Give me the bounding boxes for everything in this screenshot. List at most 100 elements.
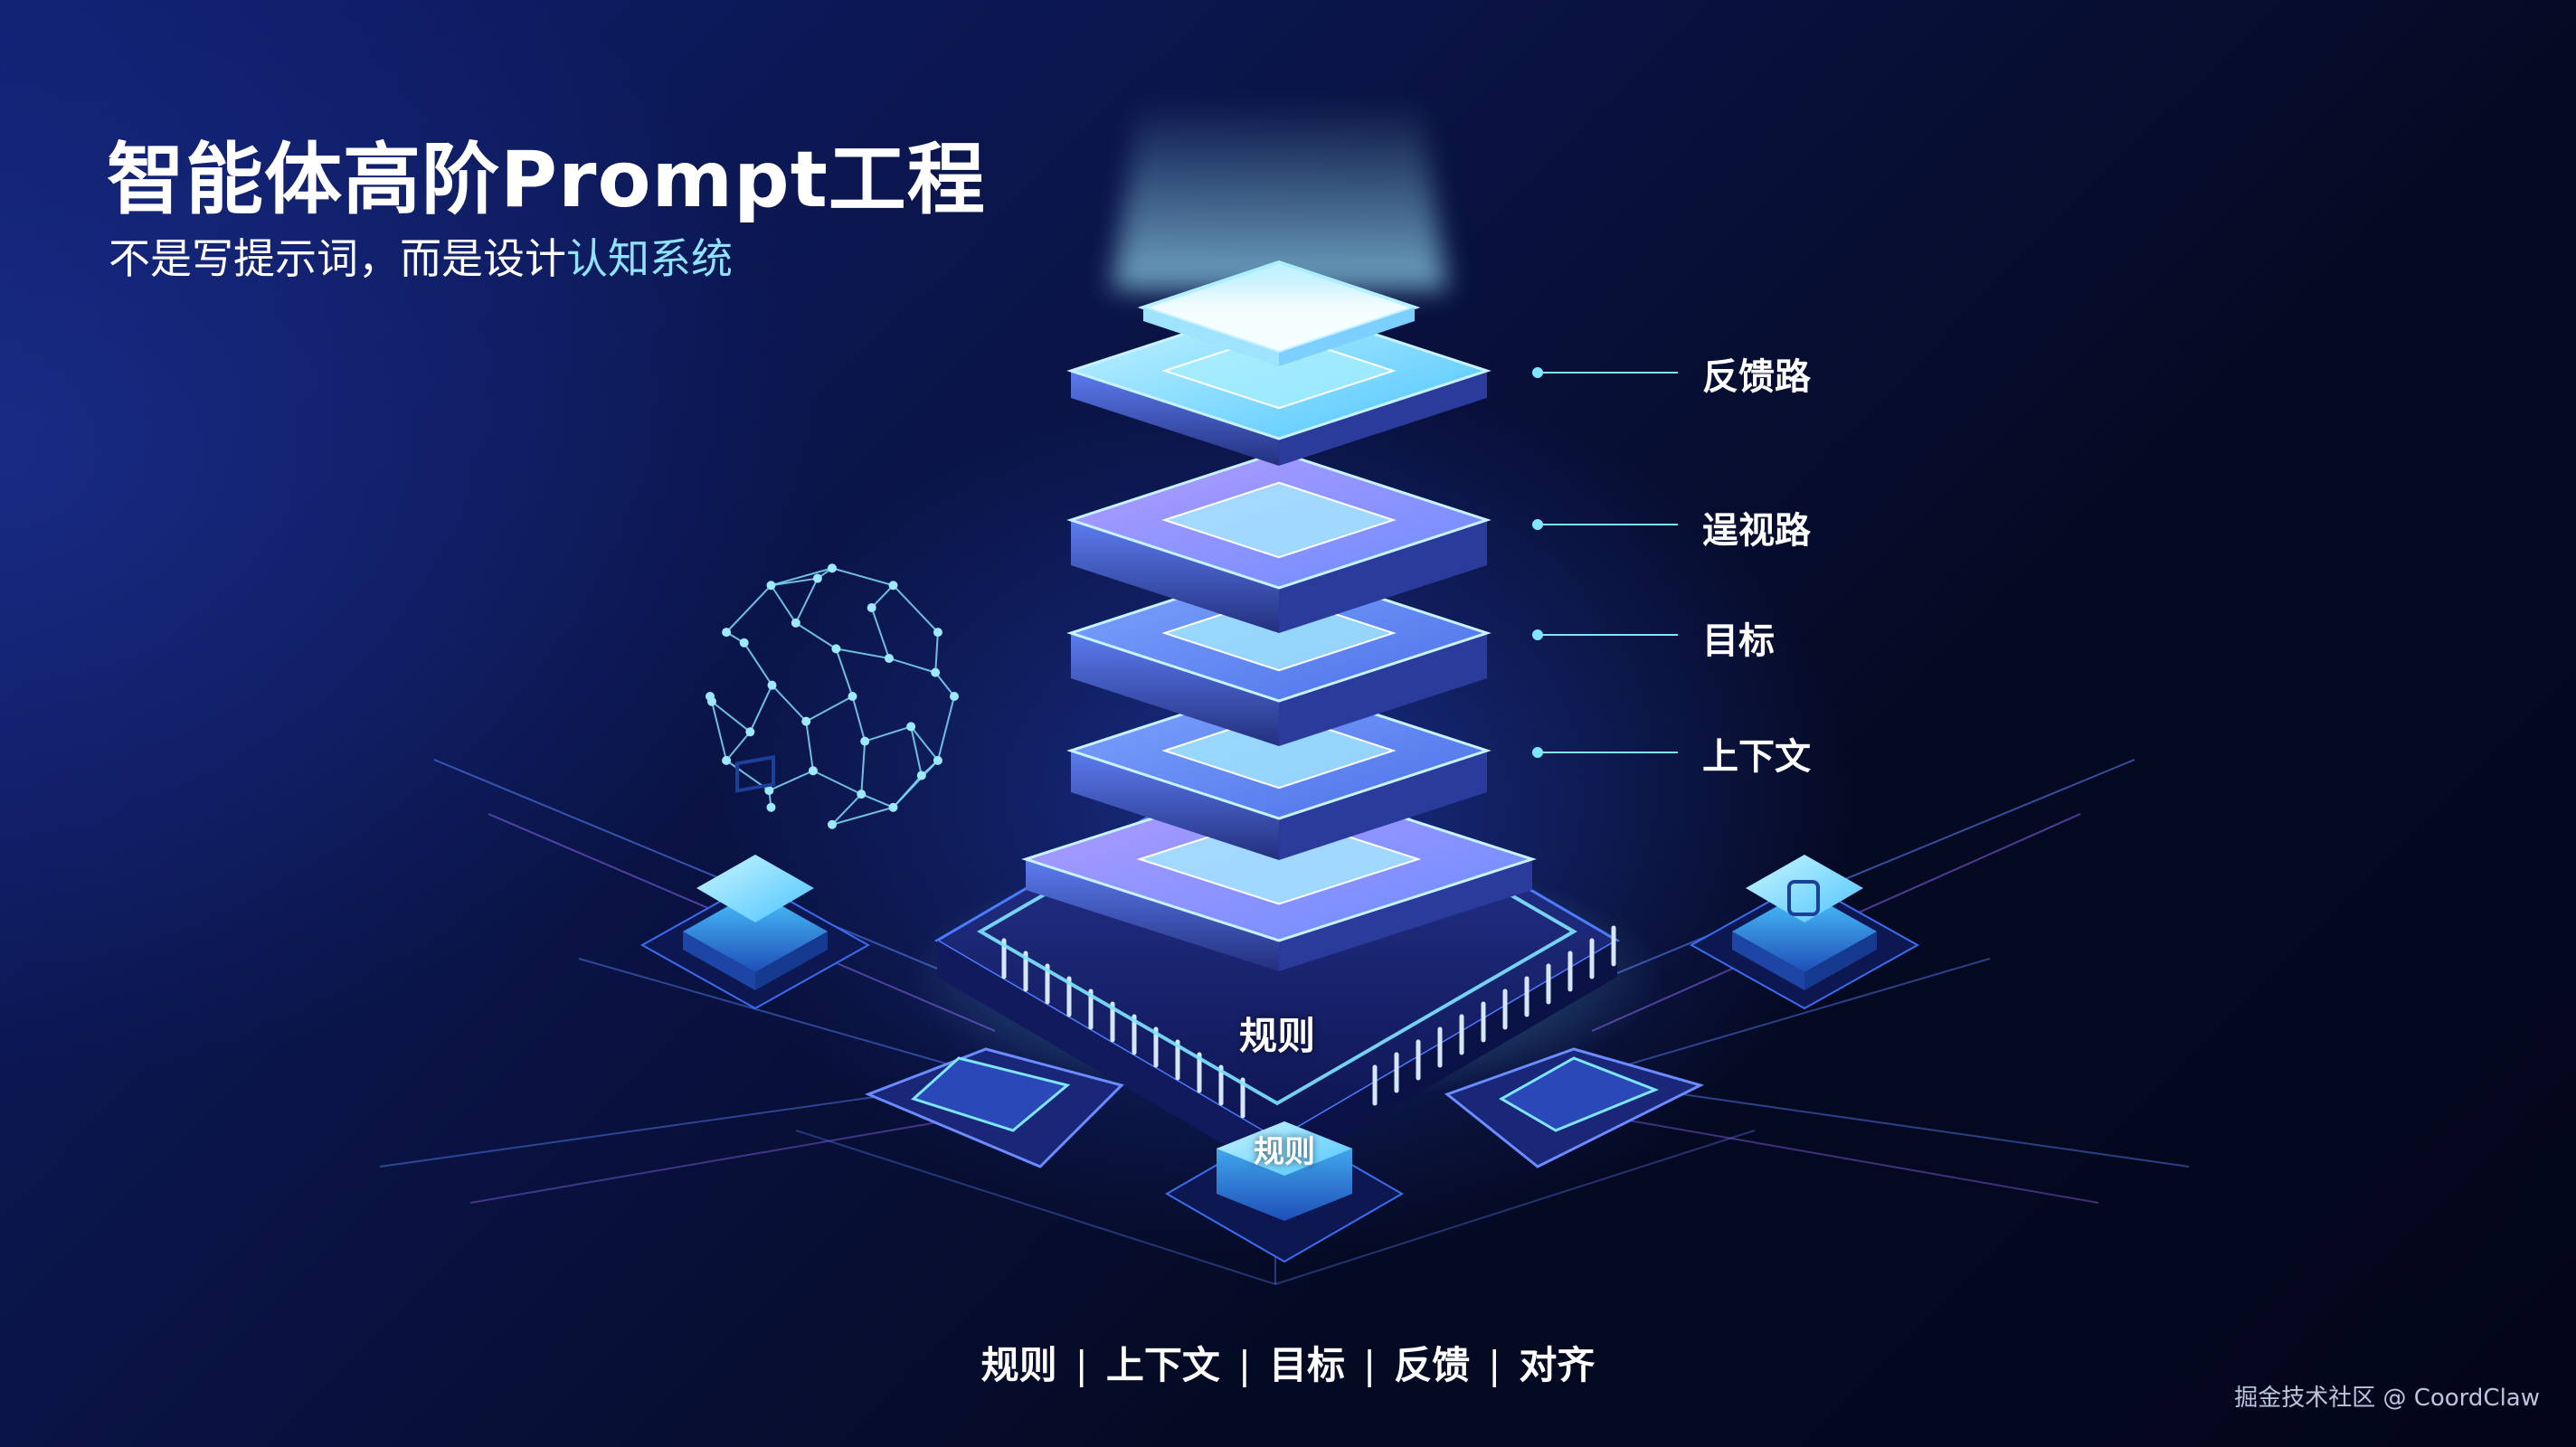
sphere-node <box>739 638 749 648</box>
sphere-edge <box>725 584 772 633</box>
sphere-edge <box>892 584 939 633</box>
sphere-edge <box>711 700 751 733</box>
sphere-node <box>860 736 870 746</box>
sphere-node <box>791 618 800 628</box>
summary-item-feedback: 反馈 <box>1394 1343 1471 1387</box>
sphere-node <box>867 602 876 612</box>
watermark: 掘金技术社区 @ CoordClaw <box>2234 1385 2540 1412</box>
page-title: 智能体高阶Prompt工程 <box>107 135 986 225</box>
wireframe-sphere <box>706 563 959 829</box>
sphere-edge <box>771 567 833 587</box>
sphere-node <box>766 802 776 812</box>
summary-item-context: 上下文 <box>1105 1343 1220 1387</box>
sphere-node <box>931 667 941 677</box>
sphere-node <box>808 766 818 776</box>
bottom-summary: 规则 | 上下文 | 目标 | 反馈 | 对齐 <box>0 1335 2576 1390</box>
summary-separator: | <box>1237 1343 1251 1387</box>
sphere-edge <box>794 578 819 624</box>
layer-stack <box>1021 260 1537 971</box>
layer-reasoning <box>1066 450 1492 633</box>
sphere-edge <box>936 695 955 761</box>
summary-item-alignment: 对齐 <box>1519 1343 1596 1387</box>
sphere-node <box>933 755 942 765</box>
sphere-edge <box>711 701 728 761</box>
sphere-edge <box>831 806 894 826</box>
label-leaders <box>1532 367 1678 758</box>
sphere-edge <box>725 731 752 761</box>
sphere-node <box>828 563 837 573</box>
sphere-node <box>706 692 715 701</box>
sphere-edge <box>892 760 939 809</box>
sphere-edge <box>860 741 867 795</box>
sphere-edge <box>870 584 895 609</box>
sphere-node <box>766 581 776 591</box>
sphere-edge <box>805 695 853 723</box>
summary-item-rules: 规则 <box>980 1343 1057 1387</box>
sphere-edge <box>771 684 807 723</box>
sphere-node <box>884 653 894 663</box>
small-chip-label: 规则 <box>1254 1134 1315 1170</box>
sphere-node <box>722 755 732 765</box>
right-chip <box>1689 855 1920 1010</box>
sphere-edge <box>743 642 773 686</box>
layer-label-reasoning: 逞视路 <box>1702 510 1811 552</box>
sphere-edge <box>749 685 773 733</box>
base-chip-label: 规则 <box>1238 1014 1315 1058</box>
summary-separator: | <box>1488 1343 1501 1387</box>
sphere-node <box>801 716 811 726</box>
sphere-edge <box>888 657 936 674</box>
leader-dot <box>1532 367 1543 378</box>
sphere-edge <box>851 695 867 742</box>
front-right-chip <box>1444 1047 1705 1168</box>
front-left-chip <box>864 1047 1124 1168</box>
summary-separator: | <box>1075 1343 1088 1387</box>
sphere-node <box>812 573 822 583</box>
sphere-node <box>831 644 841 654</box>
subtitle-accent: 认知系统 <box>566 234 733 283</box>
sphere-node <box>888 581 898 591</box>
sphere-node <box>916 771 926 780</box>
sphere-edge <box>768 770 814 791</box>
page-subtitle: 不是写提示词，而是设计认知系统 <box>109 226 733 286</box>
sphere-edge <box>864 725 912 742</box>
sphere-edge <box>860 793 894 809</box>
layer-label-context: 上下文 <box>1702 736 1811 778</box>
bottom-chip <box>1164 1121 1405 1263</box>
sphere-edge <box>831 567 894 587</box>
layer-label-feedback: 反馈路 <box>1702 356 1811 398</box>
sphere-node <box>933 628 942 638</box>
sphere-node <box>767 680 777 690</box>
summary-separator: | <box>1363 1343 1377 1387</box>
sphere-edge <box>836 648 890 659</box>
sphere-edge <box>910 726 923 776</box>
layer-feedback <box>1066 301 1492 466</box>
leader-dot <box>1532 519 1543 530</box>
sphere-edge <box>934 672 955 697</box>
leader-dot <box>1532 629 1543 640</box>
sphere-edge <box>910 725 939 761</box>
sphere-node <box>950 692 959 701</box>
light-beam <box>1113 99 1447 289</box>
leader-dot <box>1532 747 1543 758</box>
sphere-node <box>906 722 916 732</box>
sphere-edge <box>795 621 837 650</box>
sphere-edge <box>835 648 854 697</box>
sphere-node <box>764 786 774 796</box>
sphere-node <box>722 628 732 638</box>
sphere-node <box>888 802 898 812</box>
sphere-node <box>745 727 755 737</box>
sphere-edge <box>934 632 939 673</box>
sphere-edge <box>770 584 797 624</box>
layer-label-goal: 目标 <box>1702 620 1775 662</box>
subtitle-plain: 不是写提示词，而是设计 <box>109 234 566 283</box>
sphere-edge <box>771 577 819 587</box>
sphere-node <box>857 790 867 799</box>
sphere-edge <box>831 793 863 826</box>
sphere-edge <box>870 607 890 659</box>
left-chip <box>639 754 871 1010</box>
sphere-node <box>828 819 837 829</box>
summary-item-goal: 目标 <box>1268 1343 1345 1387</box>
layer-context <box>1066 681 1492 860</box>
sphere-node <box>848 692 857 701</box>
